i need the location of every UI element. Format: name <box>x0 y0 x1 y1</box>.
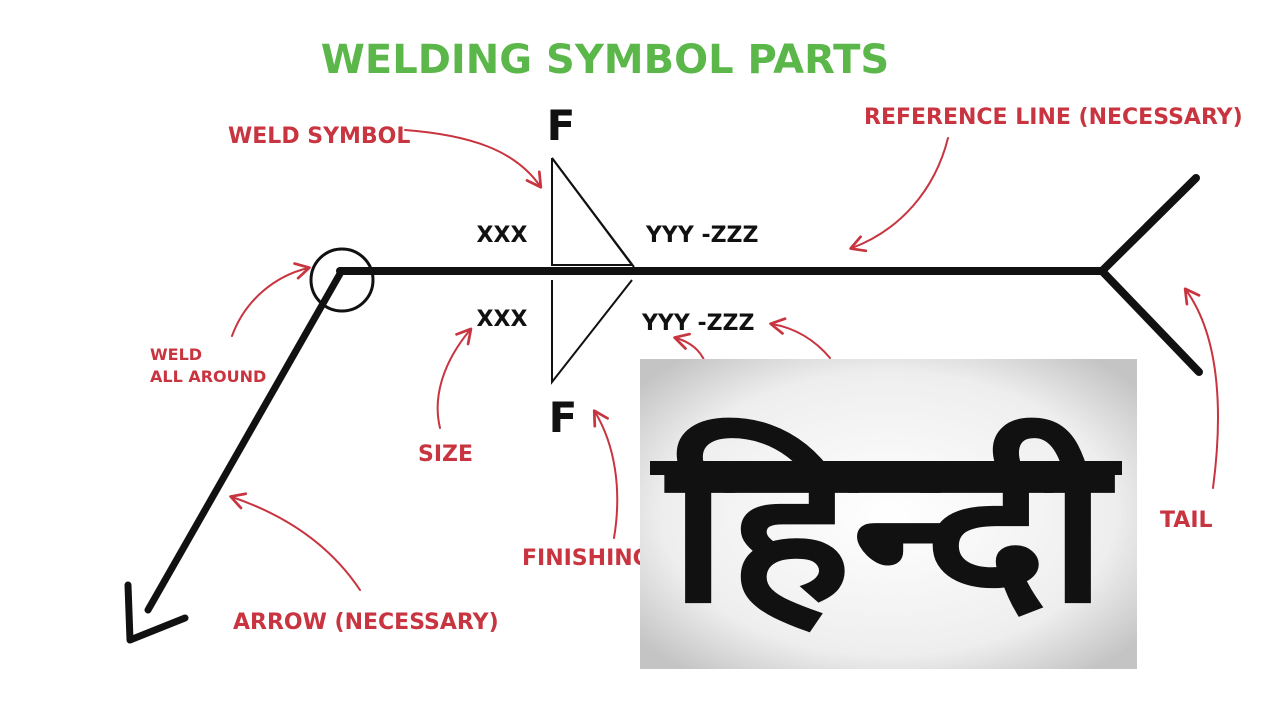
pointer-arrow <box>229 492 361 591</box>
tail-mark <box>1098 174 1203 376</box>
length-pitch-top: YYY -ZZZ <box>645 223 758 248</box>
size-top: XXX <box>477 223 528 248</box>
pointer-length <box>673 332 706 363</box>
arrow-head <box>124 581 189 644</box>
pointer-pitch <box>769 317 831 359</box>
fillet-weld-symbol-bottom <box>551 279 633 385</box>
pointer-weld-all-around <box>231 262 311 337</box>
label-tail: TAIL <box>1160 508 1213 533</box>
length-pitch-bottom: YYY -ZZZ <box>641 311 754 336</box>
pointer-reference-line <box>849 137 949 253</box>
pointer-finishing <box>592 409 619 539</box>
label-weld-all-around-2: ALL AROUND <box>150 367 266 386</box>
label-finishing: FINISHING <box>522 546 651 571</box>
fillet-weld-symbol-top-hyp <box>551 157 635 268</box>
finish-symbol-bottom: F <box>549 393 578 442</box>
label-arrow: ARROW (NECESSARY) <box>233 610 499 635</box>
label-weld-all-around-1: WELD <box>150 345 202 364</box>
weld-all-around-circle <box>309 247 375 313</box>
arrow-leader <box>144 268 345 614</box>
pointer-weld-symbol <box>404 129 543 189</box>
finish-symbol-top: F <box>547 101 576 150</box>
hindi-overlay: हिन्दी <box>640 359 1137 669</box>
label-reference-line: REFERENCE LINE (NECESSARY) <box>864 105 1243 130</box>
hindi-overlay-background <box>640 359 1137 669</box>
label-weld-symbol: WELD SYMBOL <box>228 124 410 149</box>
diagram-title: WELDING SYMBOL PARTS <box>321 37 889 83</box>
pointer-tail <box>1183 287 1219 489</box>
size-bottom: XXX <box>477 307 528 332</box>
label-size: SIZE <box>418 442 473 467</box>
hindi-overlay-text: हिन्दी <box>663 415 1115 648</box>
pointer-size <box>436 327 473 429</box>
